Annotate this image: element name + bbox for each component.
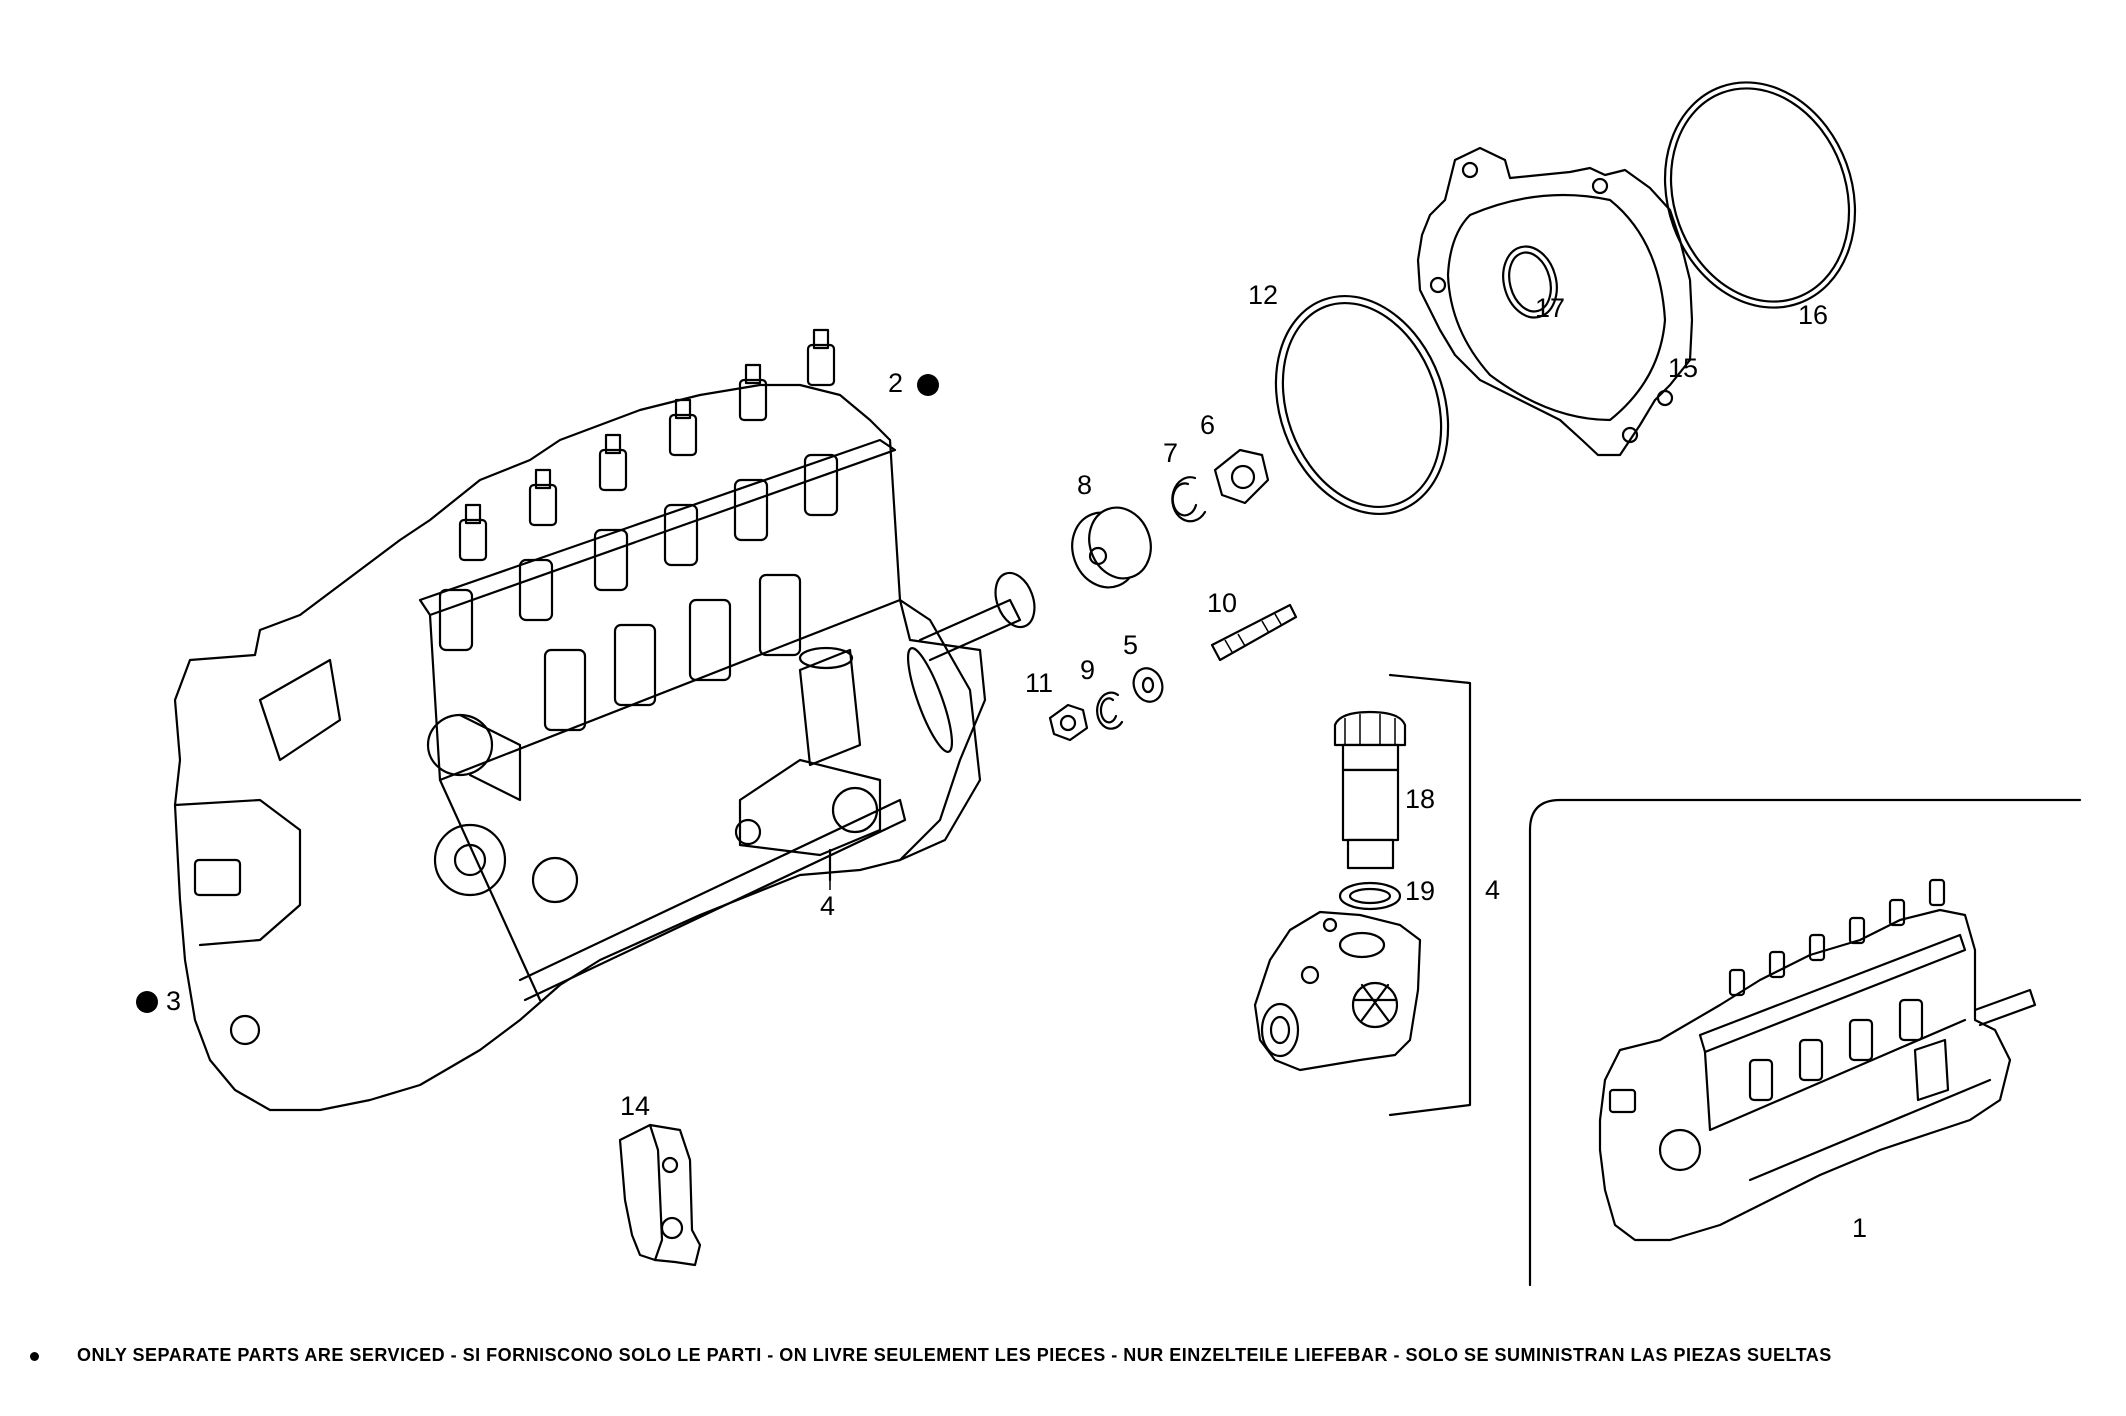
part-12-o-ring — [1274, 294, 1450, 516]
part-6-nut — [1213, 448, 1270, 505]
callout-12: 12 — [1248, 280, 1279, 310]
part-19-seal-ring — [1338, 881, 1402, 911]
part-15-flange-gasket — [1416, 146, 1694, 457]
callout-14: 14 — [620, 1091, 651, 1121]
footer-note: ONLY SEPARATE PARTS ARE SERVICED - SI FO… — [30, 1345, 2100, 1366]
callout-7: 7 — [1163, 438, 1179, 468]
part-7-key — [1171, 476, 1207, 523]
callout-8: 8 — [1077, 470, 1093, 500]
callout-10: 10 — [1207, 588, 1238, 618]
callout-4-group: 4 — [1485, 875, 1501, 905]
part-14-bracket — [618, 1123, 702, 1267]
part-4-group-bracket — [1388, 673, 1472, 1117]
injection-pump-main — [173, 328, 1036, 1112]
footer-note-text: ONLY SEPARATE PARTS ARE SERVICED - SI FO… — [77, 1345, 1832, 1365]
part-16-o-ring — [1663, 81, 1857, 309]
callout-15: 15 — [1668, 353, 1699, 383]
callout-5: 5 — [1123, 630, 1139, 660]
part-8-gear — [1071, 506, 1152, 589]
part-9-lockwasher — [1096, 691, 1124, 730]
bullet-dot — [30, 1351, 39, 1361]
part-18-plunger — [1333, 710, 1407, 870]
callout-3: 3 — [166, 986, 182, 1016]
part-4-supply-pump-body — [1253, 910, 1422, 1072]
part-11-nut — [1048, 703, 1089, 742]
part-1-complete-pump — [1598, 878, 2037, 1242]
callout-19: 19 — [1405, 876, 1436, 906]
callout-17: 17 — [1535, 293, 1566, 323]
callout-1: 1 — [1852, 1213, 1868, 1243]
callout-2: 2 — [888, 368, 904, 398]
callout-18: 18 — [1405, 784, 1436, 814]
callout-6: 6 — [1200, 410, 1216, 440]
part-5-washer — [1132, 667, 1164, 703]
separate-parts-marker-3 — [136, 991, 158, 1013]
separate-parts-marker-2 — [917, 374, 939, 396]
callout-11: 11 — [1025, 668, 1054, 698]
inset-frame — [1528, 798, 2082, 1287]
part-10-stud — [1210, 603, 1298, 662]
callout-9: 9 — [1080, 655, 1096, 685]
callout-4-main: 4 — [820, 891, 836, 921]
callout-16: 16 — [1798, 300, 1829, 330]
